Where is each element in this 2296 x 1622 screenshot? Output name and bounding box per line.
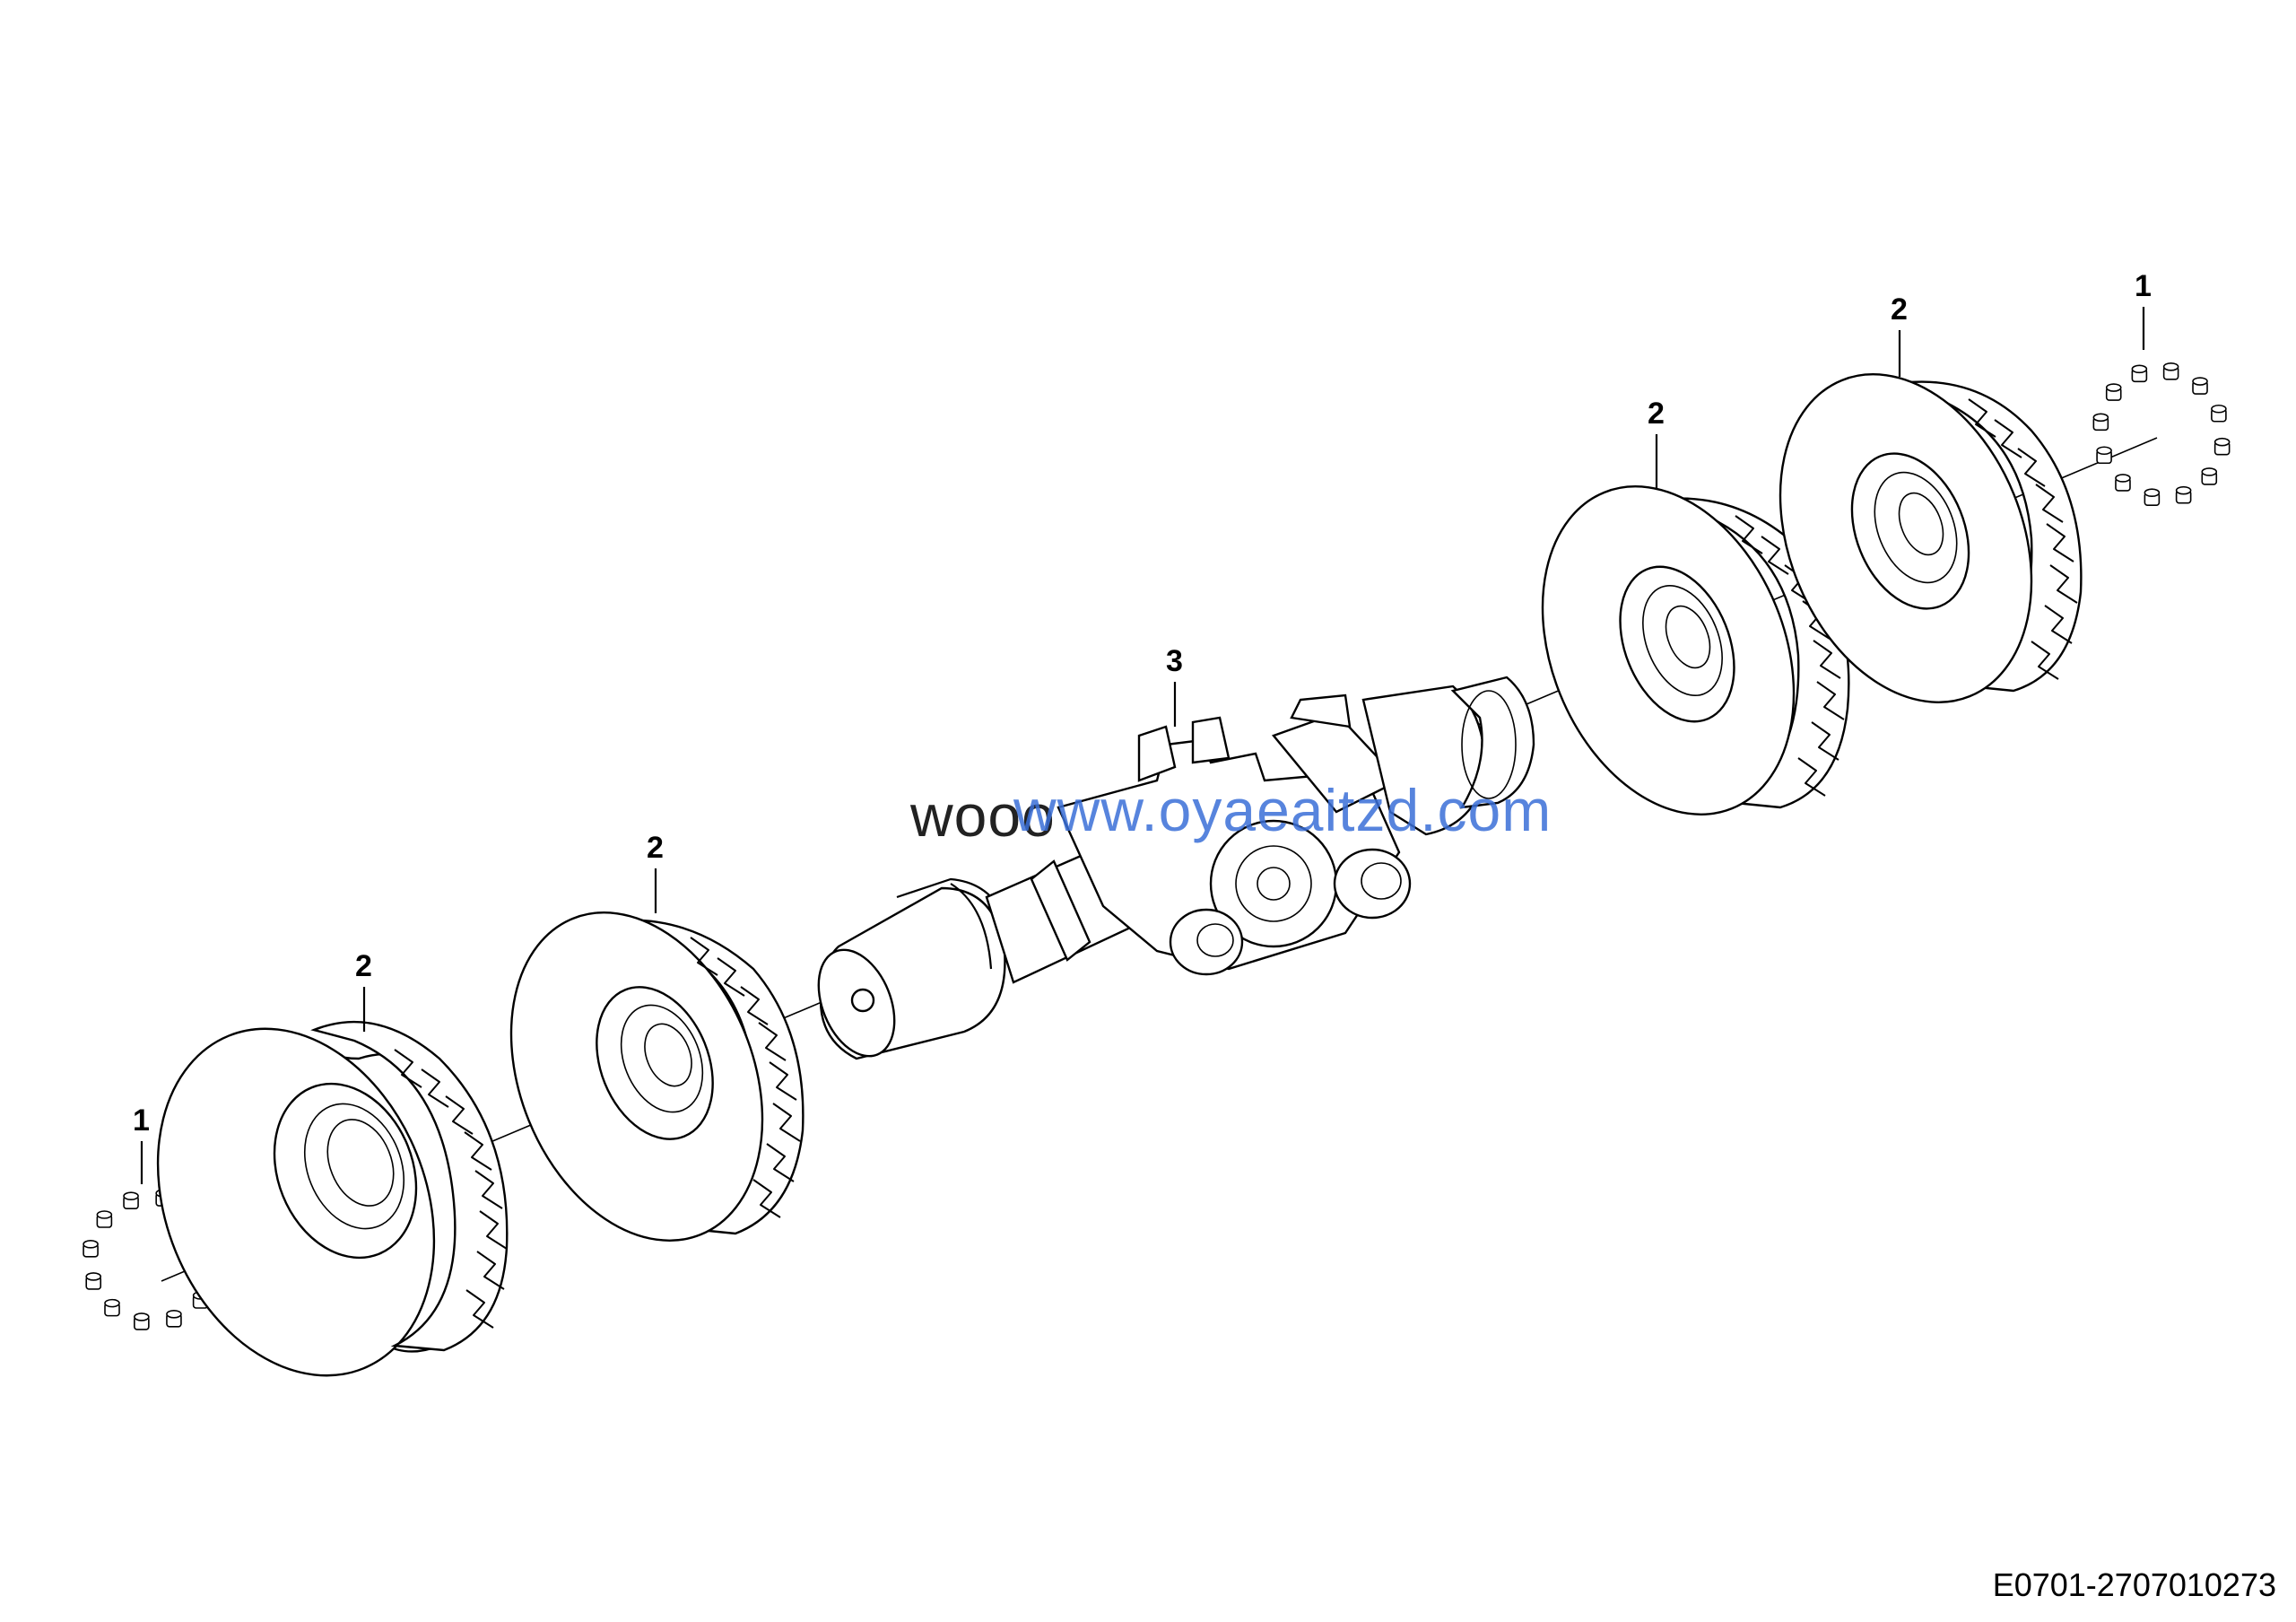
callout-tire-right-outer: 2 [1891, 292, 1908, 327]
wheel-nut [2201, 467, 2218, 485]
watermark-back-text: wooo [909, 782, 1056, 849]
wheel-nut [2115, 474, 2131, 492]
watermark-front-text: www.oyaeaitzd.com [1013, 777, 1552, 843]
wheel-nut [2192, 377, 2208, 395]
wheel-nut [2092, 413, 2109, 432]
tread-pattern-right-outer [1968, 398, 2078, 680]
wheel-nut [104, 1298, 120, 1317]
wheel-nut [2162, 362, 2179, 380]
callout-tire-right-inner: 2 [1648, 397, 1665, 431]
drawing-code: E0701-2707010273 [1992, 1566, 2276, 1603]
wheel-nut [2213, 437, 2231, 456]
callout-nuts-left: 1 [133, 1103, 150, 1138]
wheel-nut [2131, 364, 2148, 383]
wheel-nut [2211, 404, 2227, 423]
wheel-nut [83, 1240, 99, 1258]
wheel-nut [166, 1309, 182, 1328]
tire-right-outer [1779, 373, 2083, 703]
wheel-nut [2096, 446, 2112, 465]
tread-pattern-left-inner [690, 937, 801, 1218]
callout-tire-left-outer: 2 [355, 949, 372, 983]
tread-pattern-left-outer [394, 1049, 508, 1329]
tire-left-inner [509, 911, 804, 1242]
wheel-nut [123, 1191, 139, 1210]
wheel-nut [85, 1272, 102, 1290]
wheel-nut [2175, 485, 2192, 504]
callout-nuts-right: 1 [2135, 269, 2152, 303]
wheel-nut [2144, 488, 2161, 507]
wheel-nut [2105, 383, 2122, 401]
tire-left-outer [156, 1020, 509, 1377]
drive-axle-assembly [817, 676, 1535, 1060]
wheel-nut [134, 1312, 150, 1330]
callout-axle: 3 [1166, 644, 1183, 678]
wheel-nuts-right [2092, 362, 2231, 507]
wheel-nut [96, 1210, 113, 1228]
callout-tire-left-inner: 2 [647, 831, 664, 865]
